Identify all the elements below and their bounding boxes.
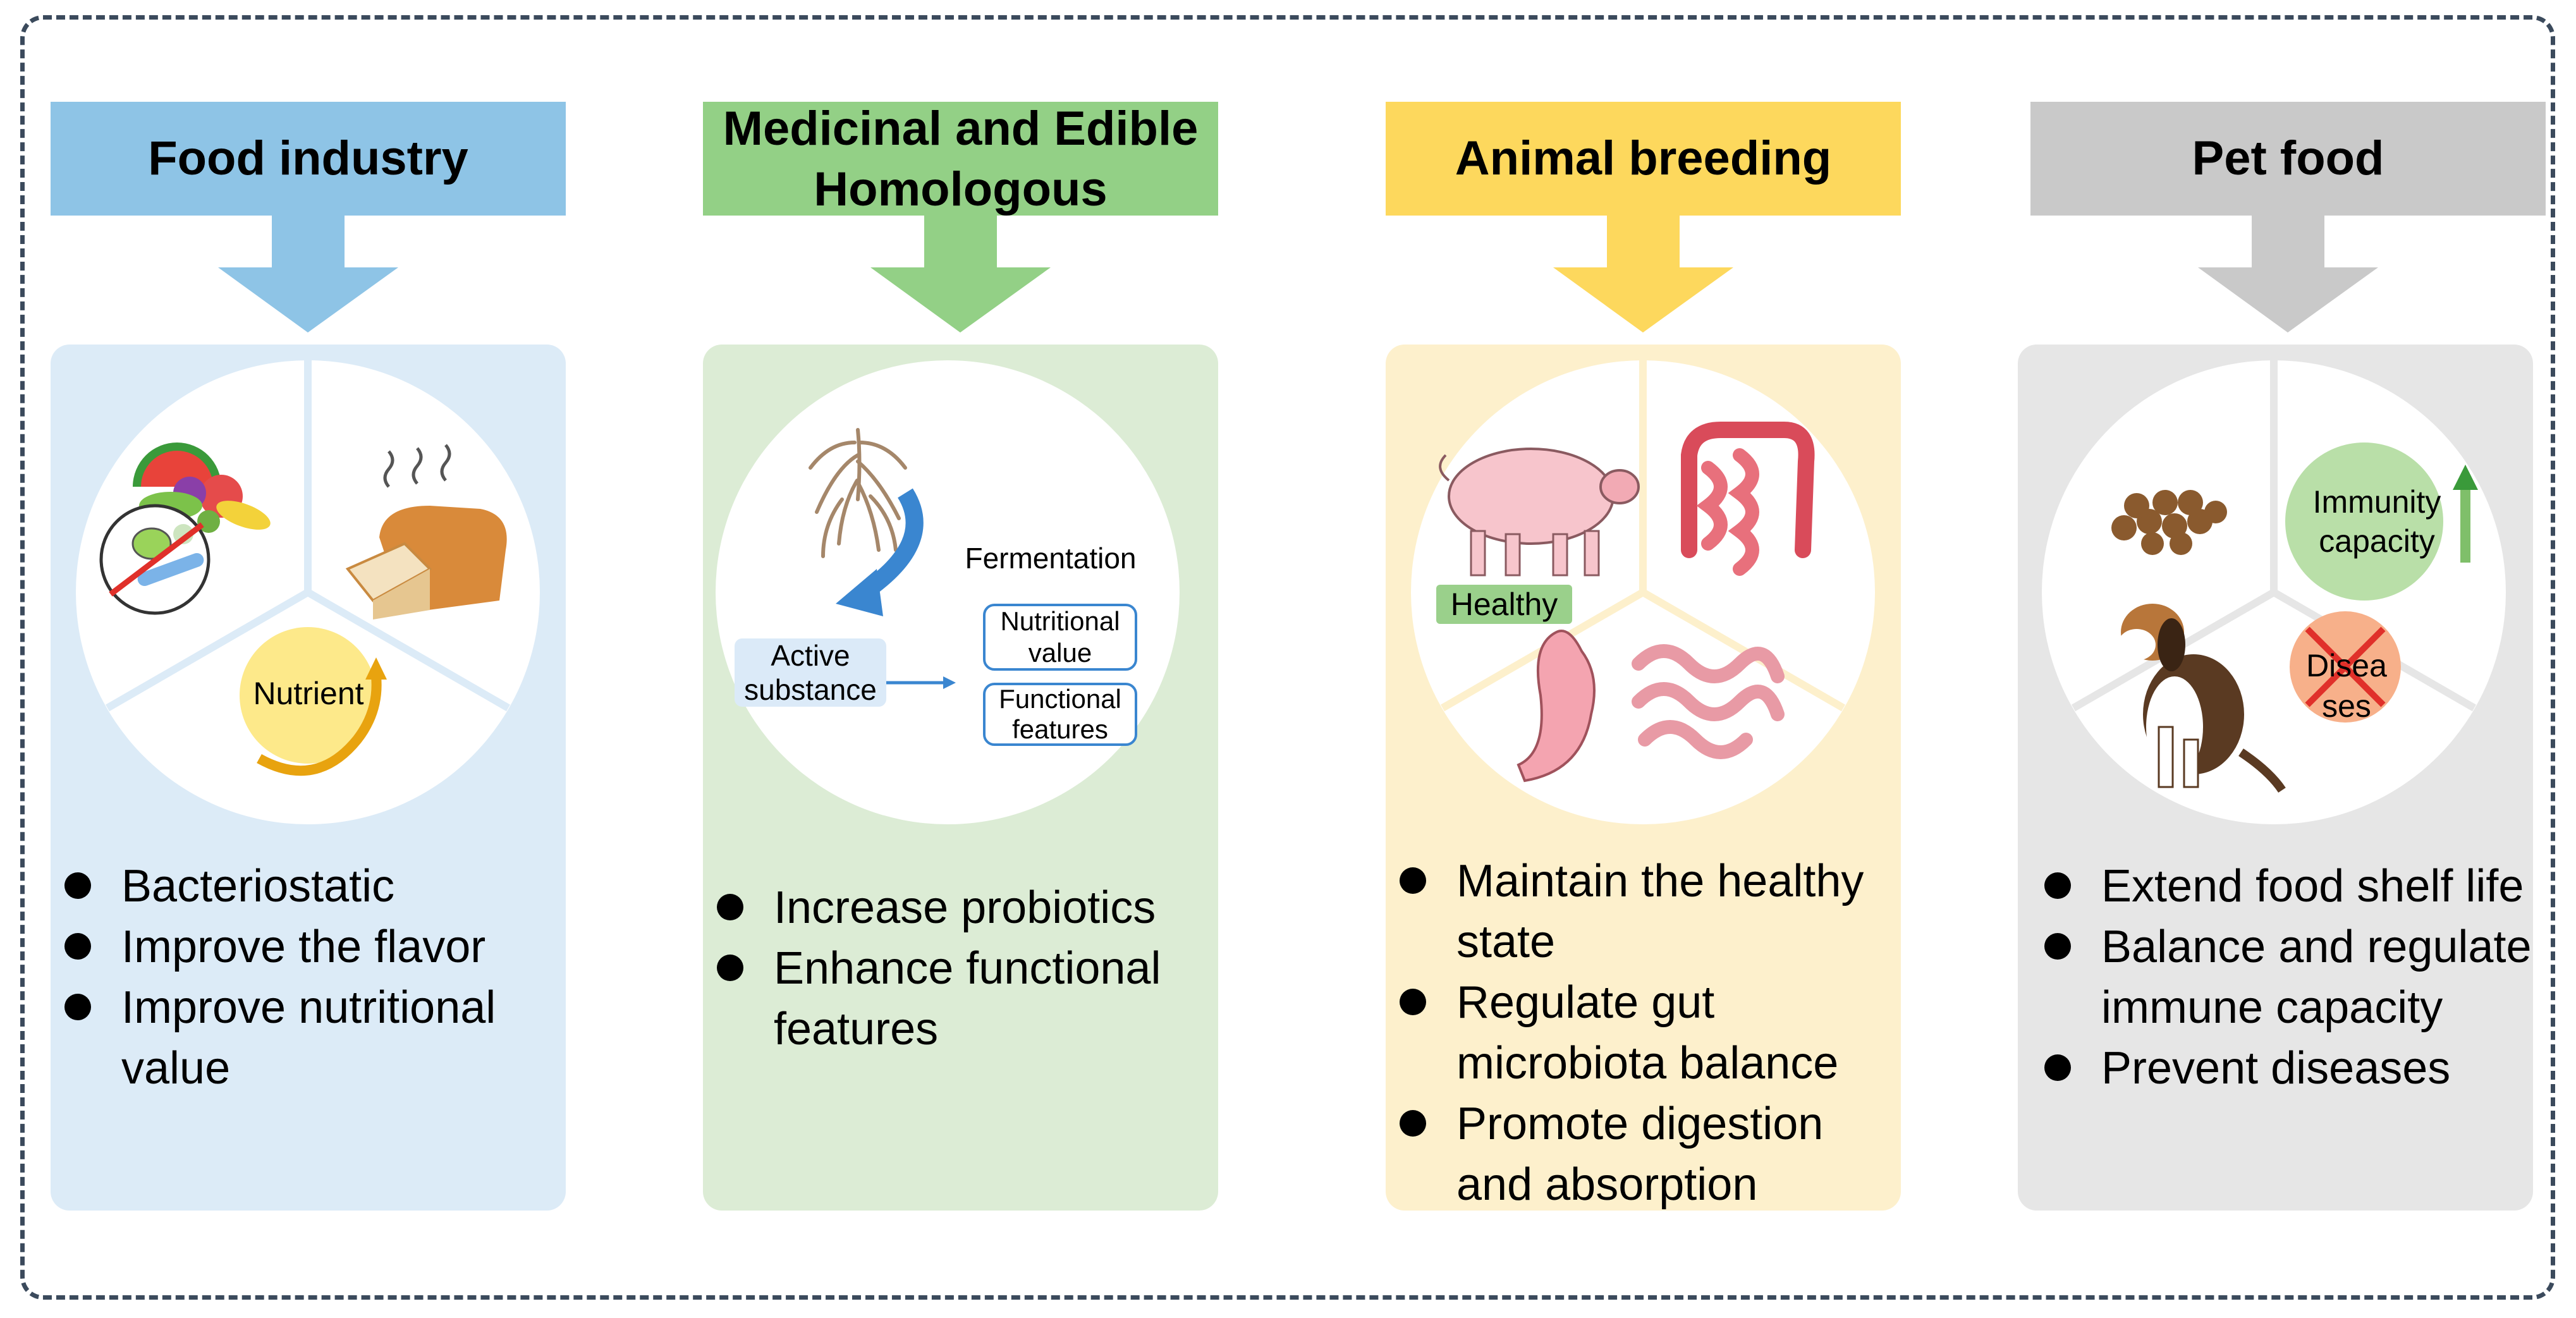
column-title: Medicinal and Edible Homologous [723, 102, 1199, 216]
nutrient-label: Nutrient [253, 676, 364, 711]
benefit-list: Bacteriostatic Improve the flavor Improv… [58, 856, 564, 1099]
list-item: Maintain the healthy state [1393, 851, 1899, 972]
bread-icon [345, 444, 507, 619]
column-food-industry: Food industry [51, 0, 566, 1318]
benefit-list: Increase probiotics Enhance functional f… [711, 877, 1216, 1059]
column-header: Food industry [51, 102, 566, 216]
list-item: Bacteriostatic [58, 856, 564, 917]
column-header: Pet food [2030, 102, 2546, 216]
small-intestine-icon [1632, 644, 1785, 759]
fermentation-arrow-icon [836, 488, 924, 616]
illustration-disc [76, 360, 540, 824]
list-item: Enhance functional features [711, 938, 1216, 1059]
no-disease-icon [2290, 611, 2401, 723]
herb-root-icon [809, 428, 907, 558]
column-title: Food industry [148, 131, 468, 185]
column-title: Pet food [2192, 131, 2384, 185]
healthy-label: Healthy [1450, 587, 1558, 622]
fermentation-label: Fermentation [965, 542, 1137, 575]
column-medicinal-edible: Medicinal and Edible Homologous [703, 0, 1218, 1318]
down-arrow-icon [2198, 216, 2378, 333]
dashed-border [20, 15, 2555, 1300]
illustration-disc [716, 360, 1180, 824]
benefit-list: Maintain the healthy state Regulate gut … [1393, 851, 1899, 1215]
down-arrow-icon [218, 216, 398, 333]
pig-icon [1439, 448, 1640, 577]
functional-features-label: Functional features [999, 684, 1121, 744]
column-title: Animal breeding [1455, 131, 1832, 185]
list-item: Regulate gut microbiota balance [1393, 972, 1899, 1094]
illustration-disc [1411, 360, 1875, 824]
list-item: Promote digestion and absorption [1393, 1094, 1899, 1215]
active-substance-label: Active substance [744, 639, 877, 706]
benefit-list: Extend food shelf life Balance and regul… [2038, 856, 2544, 1099]
list-item: Increase probiotics [711, 877, 1216, 938]
column-animal-breeding: Animal breeding [1386, 0, 1901, 1318]
fruits-vegetables-icon [133, 442, 271, 533]
list-item: Prevent diseases [2038, 1038, 2544, 1099]
list-item: Extend food shelf life [2038, 856, 2544, 917]
immunity-label: Immunity capacity [2312, 484, 2441, 559]
illustration-disc [2042, 360, 2506, 824]
list-item: Improve the flavor [58, 917, 564, 977]
diseases-label: Disea ses [2306, 648, 2387, 724]
nutritional-value-label: Nutritional value [1000, 606, 1120, 668]
column-pet-food: Pet food [2018, 0, 2546, 1318]
list-item: Balance and regulate immune capacity [2038, 917, 2544, 1038]
down-arrow-icon [870, 216, 1051, 333]
dog-icon [2118, 604, 2286, 793]
colon-icon [1681, 422, 1815, 576]
no-bacteria-icon [99, 504, 211, 615]
down-arrow-icon [1553, 216, 1733, 333]
list-item: Improve nutritional value [58, 977, 564, 1099]
pet-kibble-icon [2111, 490, 2227, 555]
nutrient-cycle-icon [240, 627, 387, 776]
up-arrow-icon [2453, 465, 2478, 563]
stomach-icon [1517, 630, 1596, 783]
column-header: Animal breeding [1386, 102, 1901, 216]
column-header: Medicinal and Edible Homologous [703, 102, 1218, 216]
